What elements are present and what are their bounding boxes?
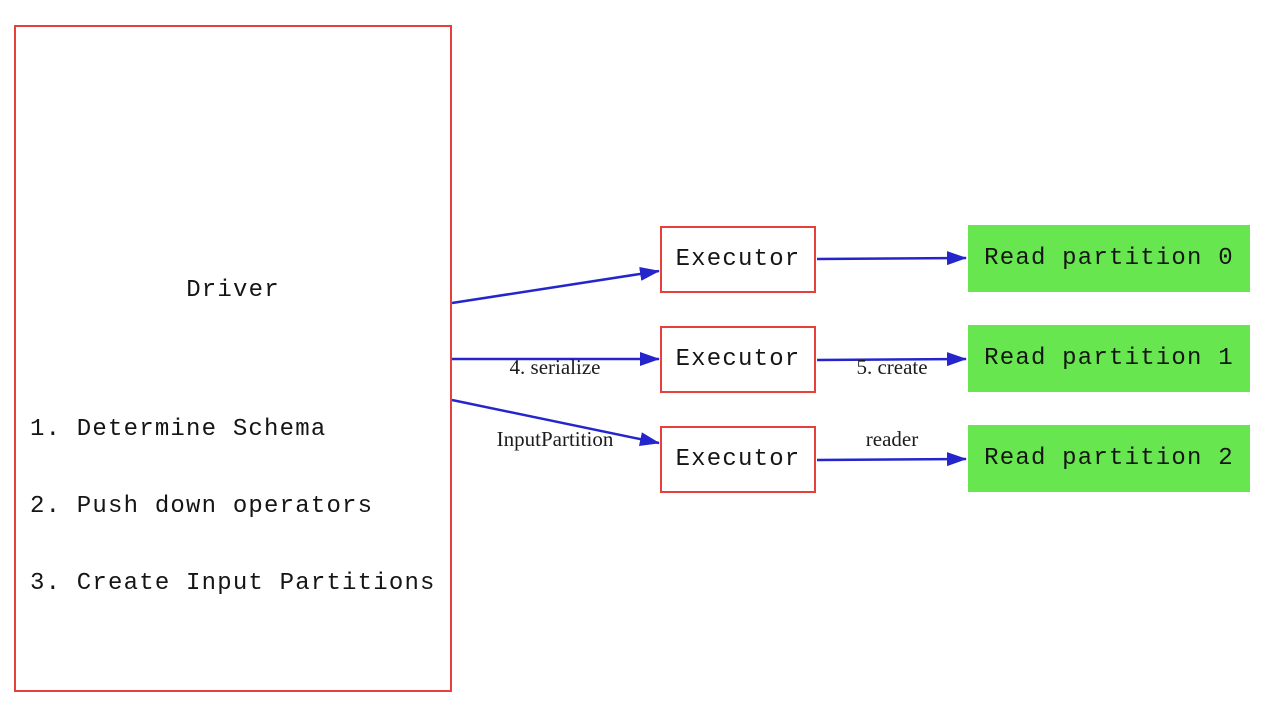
driver-step-3: 3. Create Input Partitions: [30, 569, 436, 597]
edge-label-serialize-line1: 4. serialize: [509, 355, 601, 379]
executor-label-1: Executor: [675, 346, 801, 373]
edge-label-create-line1: 5. create: [856, 355, 928, 379]
arrow-driver-to-executor-0: [451, 266, 660, 305]
driver-step-1: 1. Determine Schema: [30, 416, 327, 444]
read-partition-label-2: Read partition 2: [984, 445, 1234, 472]
edge-label-create-reader: 5. create reader: [812, 307, 972, 499]
executor-box-0: Executor: [660, 226, 816, 293]
read-partition-label-0: Read partition 0: [984, 245, 1234, 272]
read-partition-box-2: Read partition 2: [968, 425, 1250, 492]
edge-label-serialize-inputpartition: 4. serialize InputPartition: [460, 307, 650, 499]
driver-title: Driver: [186, 277, 280, 304]
driver-box: [14, 25, 452, 692]
read-partition-label-1: Read partition 1: [984, 345, 1234, 372]
driver-step-2: 2. Push down operators: [30, 492, 374, 520]
executor-box-2: Executor: [660, 426, 816, 493]
executor-box-1: Executor: [660, 326, 816, 393]
read-partition-box-0: Read partition 0: [968, 225, 1250, 292]
arrow-executor-0-to-partition-0: [816, 251, 967, 266]
edge-label-create-line2: reader: [865, 427, 919, 451]
executor-label-2: Executor: [675, 446, 801, 473]
read-partition-box-1: Read partition 1: [968, 325, 1250, 392]
executor-label-0: Executor: [675, 246, 801, 273]
driver-steps-list: 1. Determine Schema 2. Push down operato…: [30, 366, 436, 648]
edge-label-serialize-line2: InputPartition: [496, 427, 614, 451]
